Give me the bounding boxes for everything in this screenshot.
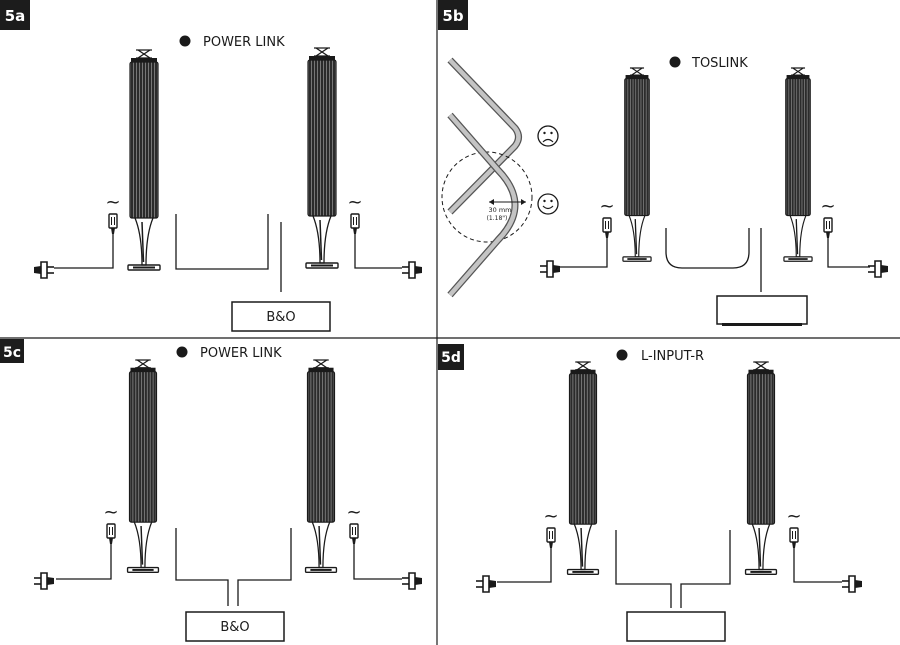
signal-cable [175, 528, 229, 606]
connector-label: POWER LINK [203, 35, 285, 50]
speaker-right [783, 67, 813, 262]
bend-radius-mm: 30 mm [488, 206, 511, 214]
ac-power-symbol: ~ [786, 506, 801, 527]
happy-face-icon [537, 193, 559, 215]
ac-power-symbol: ~ [543, 506, 558, 527]
power-plug [33, 261, 55, 279]
power-plug [33, 572, 55, 590]
connector-label: POWER LINK [200, 346, 282, 361]
power-connector [349, 523, 359, 545]
speaker-right [744, 361, 778, 576]
source-device-box [716, 295, 808, 325]
speaker-right [305, 47, 339, 269]
source-device-label: B&O [220, 620, 249, 635]
power-plug [475, 575, 497, 593]
bend-radius-in: (1.18") [487, 215, 508, 222]
speaker-left [622, 67, 652, 262]
bullet-dot [669, 56, 681, 68]
speaker-left [566, 361, 600, 576]
panel-badge [0, 0, 30, 30]
source-device-box [231, 301, 331, 332]
power-plug [401, 261, 423, 279]
speaker-left [126, 359, 160, 574]
panel-5a: 5a POWER LINK ~ ~ B&O [0, 0, 423, 332]
power-connector [789, 527, 799, 549]
bullet-dot [176, 346, 188, 358]
ac-power-symbol: ~ [347, 192, 362, 213]
ac-power-symbol: ~ [105, 192, 120, 213]
source-device-label: B&O [266, 310, 295, 325]
bullet-dot [616, 349, 628, 361]
panel-badge-label: 5b [442, 7, 463, 25]
panel-5c: 5c POWER LINK ~ ~ B&O [0, 339, 423, 642]
power-plug [867, 260, 889, 278]
power-connector [106, 523, 116, 545]
source-device-box [626, 611, 726, 642]
cable-bend-illustration: 30 mm (1.18") [441, 57, 533, 298]
panel-badge [0, 339, 24, 363]
signal-cable [175, 214, 269, 270]
power-plug [841, 575, 863, 593]
power-connector [823, 217, 833, 239]
sad-face-icon [537, 125, 559, 147]
ac-power-symbol: ~ [103, 502, 118, 523]
panel-badge [438, 0, 468, 30]
speaker-left [127, 49, 161, 271]
panel-badge-label: 5d [441, 350, 461, 366]
bend-radius-circle [441, 151, 533, 243]
panel-badge-label: 5c [3, 345, 21, 361]
ac-power-symbol: ~ [599, 196, 614, 217]
source-device-box [185, 611, 285, 642]
panel-badge-label: 5a [5, 7, 26, 25]
panel-5b: 5b 30 mm (1.18") TOSLINK [438, 0, 889, 326]
signal-cable [680, 530, 731, 608]
speaker-right [304, 359, 338, 574]
signal-cable [615, 530, 672, 608]
panel-5d: 5d L-INPUT-R ~ ~ [438, 344, 863, 642]
power-connector [108, 213, 118, 235]
connector-label: L-INPUT-R [641, 349, 704, 364]
signal-cable [665, 228, 750, 269]
device-foot [722, 323, 802, 326]
connector-label: TOSLINK [691, 56, 748, 71]
ac-power-symbol: ~ [820, 196, 835, 217]
ac-power-symbol: ~ [346, 502, 361, 523]
power-connector [546, 527, 556, 549]
bullet-dot [179, 35, 191, 47]
power-connector [602, 217, 612, 239]
power-plug [539, 260, 561, 278]
power-plug [401, 572, 423, 590]
signal-cable [237, 528, 292, 606]
panel-badge [438, 344, 464, 370]
power-connector [350, 213, 360, 235]
